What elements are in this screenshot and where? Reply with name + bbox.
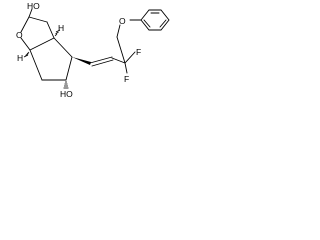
phenyl-ring: [140, 9, 170, 31]
label-h-bottom: H: [17, 53, 23, 63]
label-ring-oh: HO: [60, 89, 73, 99]
bond-c6-c7a: [29, 49, 43, 81]
label-f-top: F: [136, 47, 141, 57]
ring-oh-bond: [63, 81, 69, 89]
bond-double-a: [89, 56, 113, 64]
chemical-structure-diagram: HO O H H HO F F O: [16, 1, 170, 99]
bond-ch2-o: [116, 24, 121, 38]
bond-to-cf2: [111, 57, 126, 64]
bond-double-b: [91, 59, 114, 67]
side-chain: [72, 19, 142, 74]
bond-c3a-c7a: [29, 37, 55, 51]
bond-c-f-bottom: [124, 62, 128, 74]
bond-c2-oh: [28, 8, 33, 18]
bond-cf2-ch2: [116, 36, 126, 64]
stereo-h-bottom: [23, 51, 30, 58]
label-h-top: H: [58, 23, 64, 33]
furan-ring: [20, 16, 55, 51]
bond-c-f-top: [124, 51, 136, 64]
bond-c3a-c4: [53, 37, 73, 58]
cyclopentane-ring: [29, 37, 73, 81]
label-ring-o: O: [16, 30, 23, 40]
bond-c3-c3a: [46, 21, 55, 39]
label-ether-o: O: [119, 16, 126, 26]
bond-c4-c5: [65, 56, 73, 81]
wedge-c4-c1prime: [72, 57, 91, 65]
label-f-bottom: F: [124, 74, 129, 84]
label-lactol-oh: HO: [27, 1, 40, 11]
bond-o1-c7a: [20, 37, 31, 51]
stereo-h-top: [54, 29, 61, 37]
bond-c2-o1: [20, 16, 30, 33]
bond-c2-c3: [28, 16, 48, 23]
